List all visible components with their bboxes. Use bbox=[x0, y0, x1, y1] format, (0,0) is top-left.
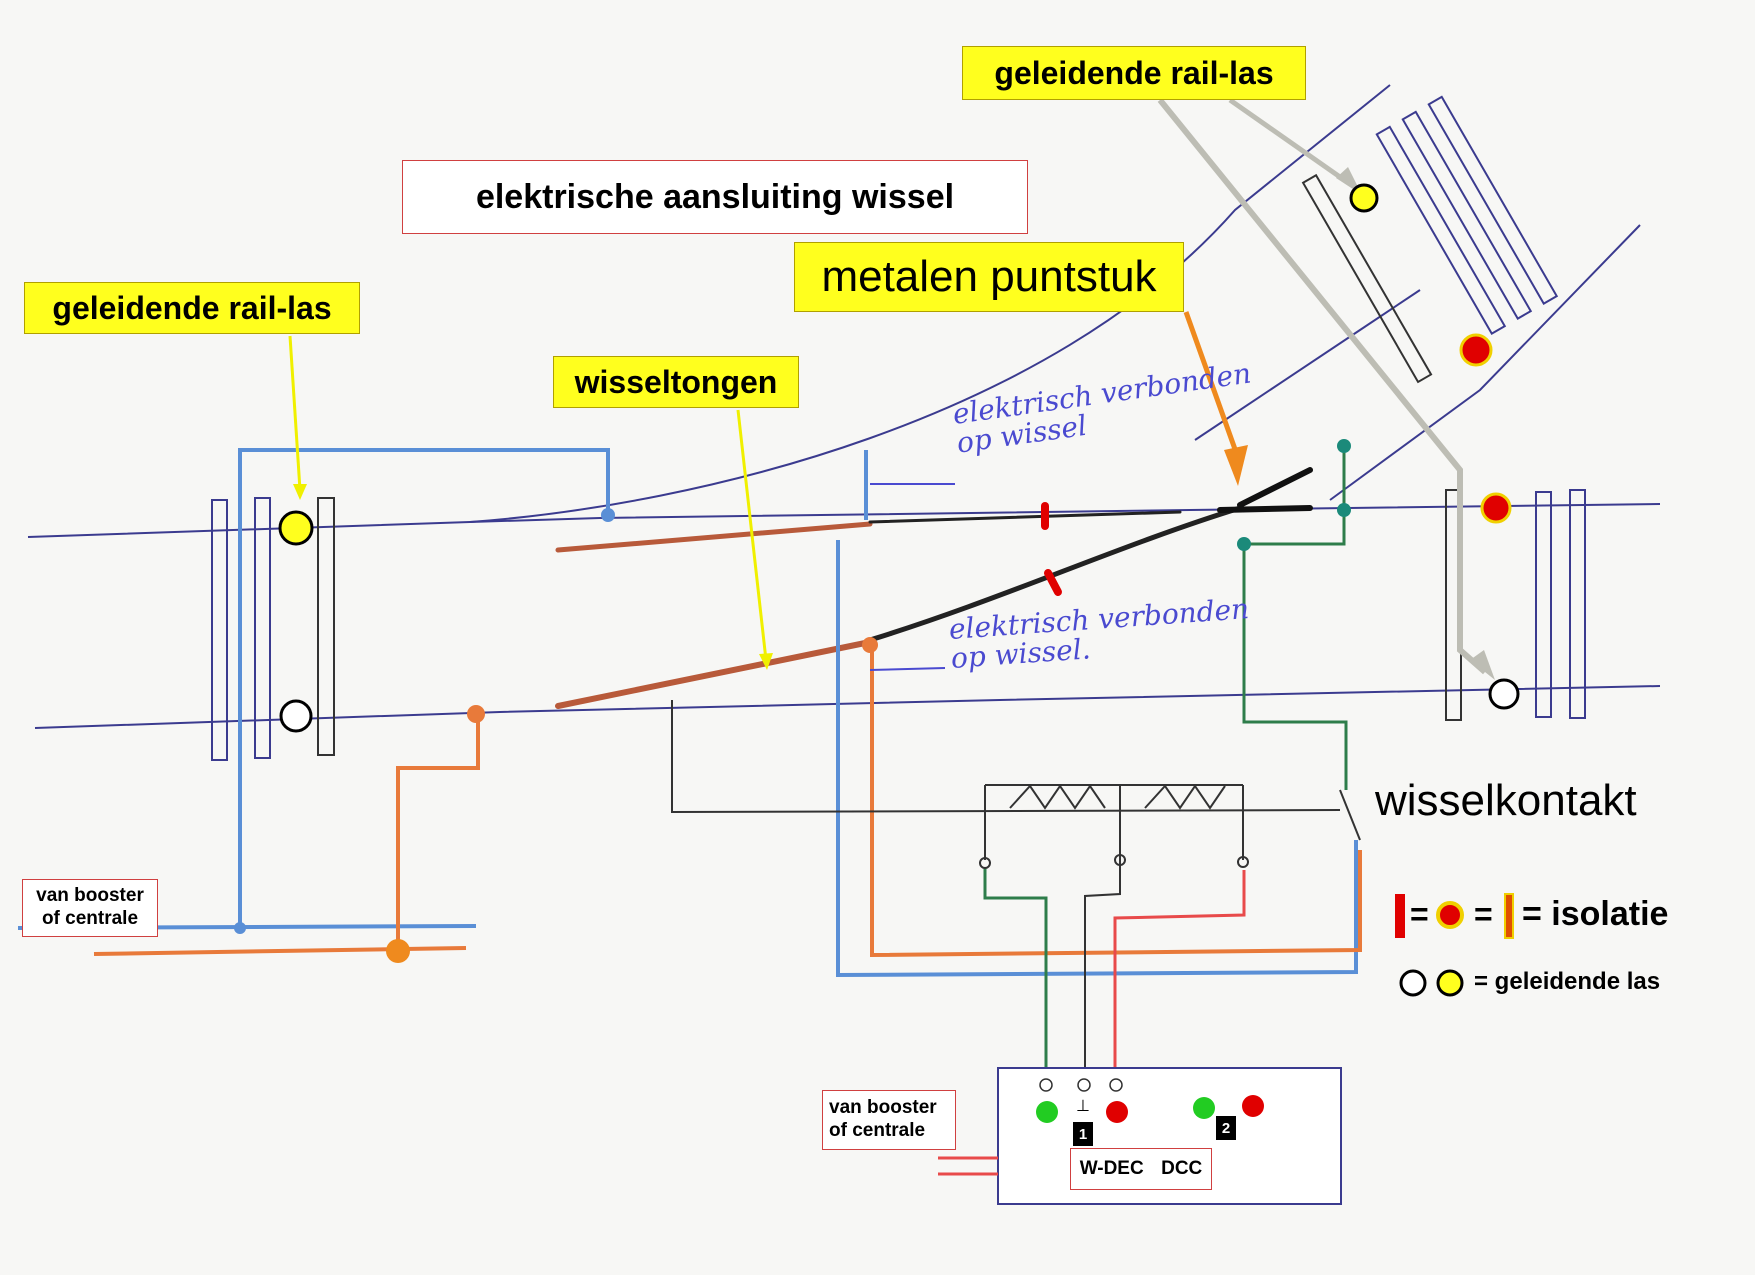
isolation-bar-orange bbox=[1504, 893, 1514, 939]
decoder-label-wdec: W-DEC bbox=[1079, 1158, 1144, 1179]
sleeper bbox=[1535, 491, 1552, 718]
rail-isolations bbox=[1041, 502, 1062, 596]
rail-curved-inner bbox=[1329, 224, 1641, 501]
legend-equals-2: = bbox=[1474, 896, 1493, 932]
decoder-label: W-DEC DCC bbox=[1070, 1148, 1212, 1190]
legend-conductive-text: = geleidende las bbox=[1474, 968, 1661, 995]
conductive-symbol-yellow bbox=[1436, 969, 1464, 997]
label-rail-joint-top: geleidende rail-las bbox=[962, 46, 1306, 100]
conductive-joint-yellow bbox=[278, 510, 314, 546]
frog bbox=[1217, 467, 1313, 513]
sleeper bbox=[1569, 489, 1586, 719]
rail-upper-straight bbox=[27, 503, 1661, 538]
diagram-title: elektrische aansluiting wissel bbox=[402, 160, 1028, 234]
sleeper bbox=[317, 497, 335, 756]
booster-feed-lines bbox=[938, 1156, 998, 1176]
closure-rail-upper bbox=[868, 510, 1182, 524]
isolation-mark bbox=[1044, 569, 1062, 596]
legend-isolation-text: = isolatie bbox=[1522, 895, 1669, 933]
sleeper bbox=[1427, 95, 1559, 305]
orange-wire bbox=[93, 645, 1362, 958]
green-nodes bbox=[1237, 439, 1351, 551]
switch-contact-lever bbox=[1339, 789, 1361, 841]
blade-lower bbox=[555, 639, 873, 709]
label-switch-blades: wisseltongen bbox=[553, 356, 799, 408]
green-wire bbox=[983, 442, 1348, 1072]
decoder-led-red-2 bbox=[1242, 1095, 1264, 1117]
isolation-dot bbox=[1436, 901, 1464, 929]
red-wire bbox=[1113, 870, 1246, 1072]
legend-equals-1: = bbox=[1410, 896, 1429, 932]
decoder-led-green-1 bbox=[1036, 1101, 1058, 1123]
blue-junction bbox=[601, 508, 615, 522]
conductive-symbol-white bbox=[1399, 969, 1427, 997]
decoder-marker-2: 2 bbox=[1216, 1116, 1236, 1140]
sleeper bbox=[254, 497, 271, 759]
sleeper bbox=[1301, 173, 1433, 384]
pointer-arrows bbox=[288, 97, 1495, 680]
sleepers bbox=[211, 95, 1586, 761]
sleeper bbox=[211, 499, 228, 761]
rail-curved-inner-2 bbox=[1194, 289, 1421, 441]
label-booster-bottom: van booster of centrale bbox=[822, 1090, 956, 1150]
isolation-joint-red bbox=[1480, 492, 1512, 524]
blade-upper bbox=[555, 521, 873, 553]
blue-junction bbox=[234, 922, 246, 934]
label-frog: metalen puntstuk bbox=[794, 242, 1184, 312]
decoder-label-dcc: DCC bbox=[1161, 1158, 1203, 1179]
orange-junction bbox=[467, 705, 485, 723]
isolation-bar-red bbox=[1395, 894, 1405, 938]
decoder-led-green-2 bbox=[1193, 1097, 1215, 1119]
label-rail-joint-left: geleidende rail-las bbox=[24, 282, 360, 334]
label-booster-left: van booster of centrale bbox=[22, 879, 158, 937]
rail-joints bbox=[278, 183, 1520, 733]
decoder-terminal-symbol: ⊥ bbox=[1076, 1098, 1090, 1115]
orange-junction bbox=[386, 939, 410, 963]
legend-symbols bbox=[1395, 893, 1514, 997]
decoder-led-red-1 bbox=[1106, 1101, 1128, 1123]
conductive-joint-white bbox=[1488, 678, 1520, 710]
conductive-joint-white bbox=[279, 699, 313, 733]
orange-junction bbox=[862, 637, 878, 653]
blue-wire bbox=[17, 448, 1358, 978]
rail-lower-straight bbox=[34, 685, 1661, 729]
sleeper bbox=[1375, 125, 1507, 335]
conductive-joint-yellow bbox=[1349, 183, 1379, 213]
closure-rail-lower bbox=[867, 505, 1243, 643]
sleeper bbox=[1401, 110, 1533, 320]
dark-wire bbox=[1084, 828, 1121, 1072]
switch-blades bbox=[555, 467, 1313, 709]
decoder-terminals bbox=[1039, 1078, 1123, 1092]
label-switch-contact: wisselkontakt bbox=[1375, 776, 1637, 825]
switch-motor bbox=[671, 700, 1361, 869]
isolation-joint-red bbox=[1459, 333, 1493, 367]
decoder-marker-1: 1 bbox=[1073, 1122, 1093, 1146]
